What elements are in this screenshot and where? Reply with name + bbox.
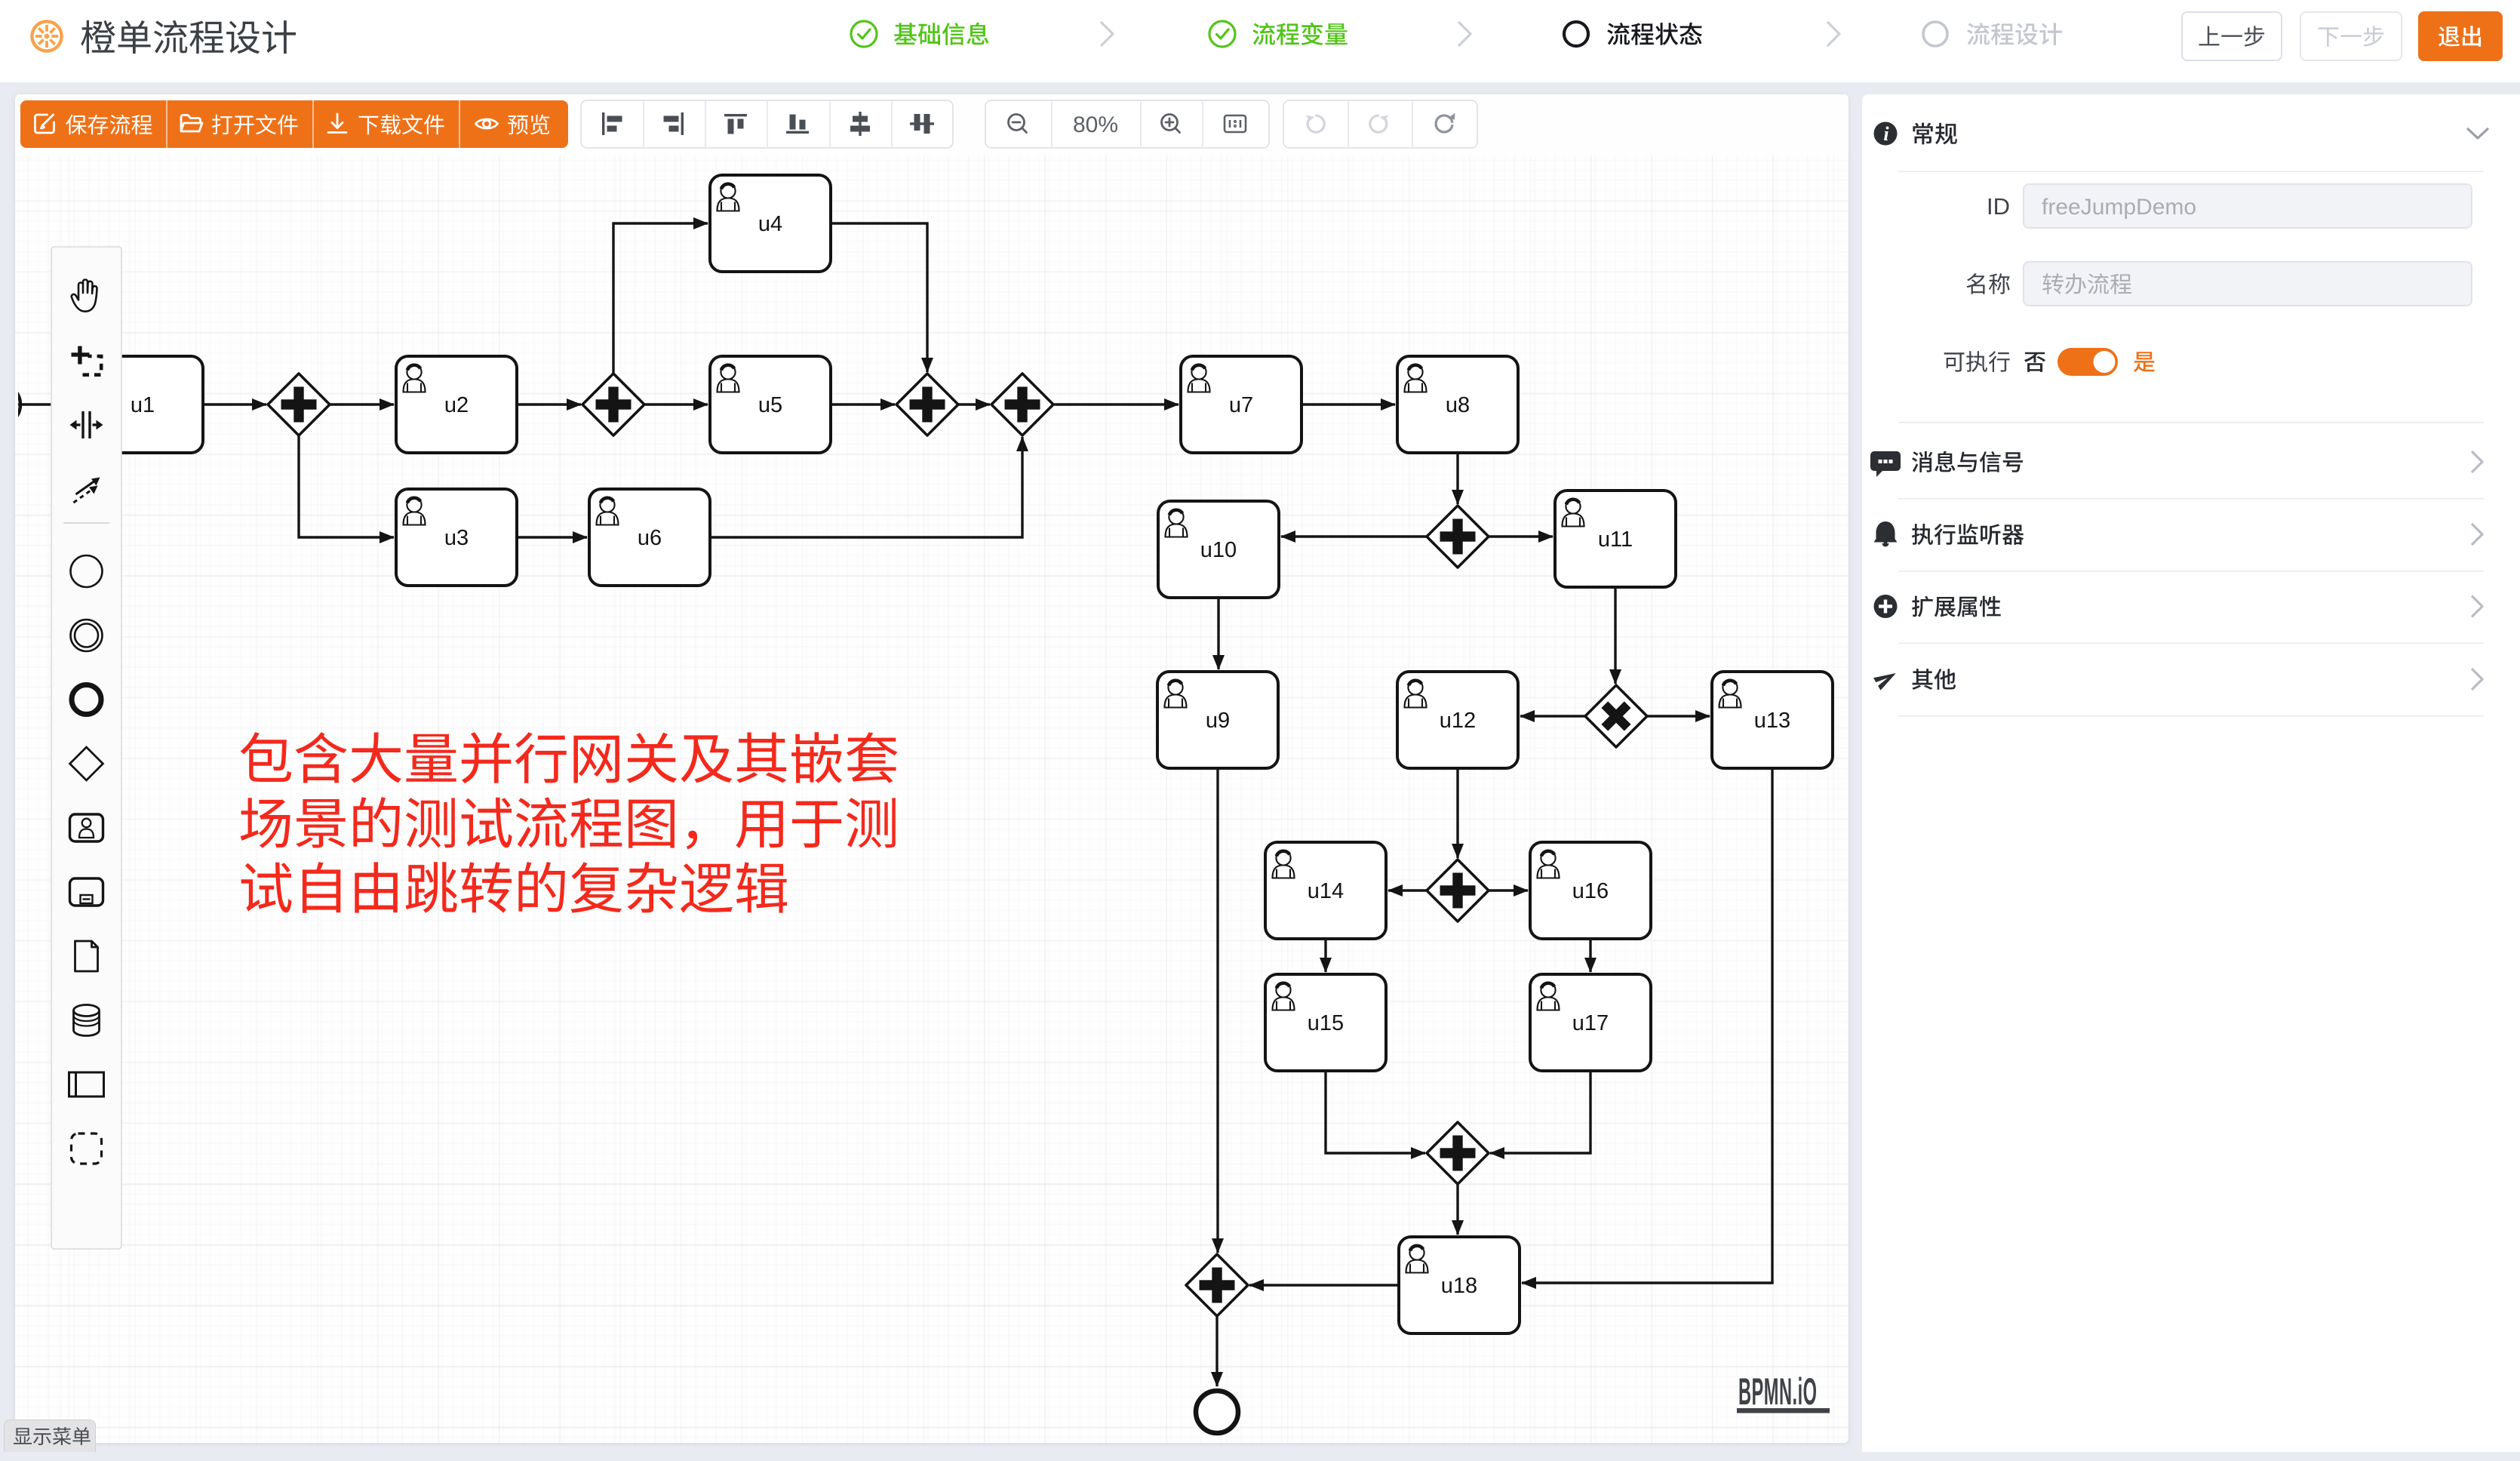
svg-text:u12: u12: [1440, 709, 1476, 733]
svg-text:u16: u16: [1572, 879, 1609, 903]
svg-text:u14: u14: [1308, 879, 1344, 903]
svg-text:u15: u15: [1308, 1011, 1344, 1035]
svg-text:freeJumpDemo: freeJumpDemo: [2042, 195, 2196, 220]
svg-text:u17: u17: [1572, 1011, 1609, 1035]
svg-text:u18: u18: [1441, 1274, 1477, 1298]
svg-text:80%: 80%: [1073, 112, 1118, 137]
svg-text:u13: u13: [1754, 709, 1790, 733]
svg-text:BPMN.iO: BPMN.iO: [1738, 1372, 1817, 1413]
svg-text:u9: u9: [1206, 709, 1230, 733]
svg-text:u4: u4: [758, 212, 782, 236]
svg-text:u8: u8: [1446, 393, 1470, 417]
svg-text:u5: u5: [758, 393, 782, 417]
svg-text:ID: ID: [1987, 193, 2010, 220]
svg-text:u6: u6: [638, 526, 662, 550]
svg-text:u7: u7: [1229, 393, 1253, 417]
svg-text:u11: u11: [1598, 527, 1633, 552]
svg-text:u3: u3: [444, 526, 469, 550]
svg-text:i: i: [1883, 123, 1889, 145]
svg-text:u1: u1: [131, 393, 155, 417]
svg-text:u2: u2: [444, 393, 469, 417]
svg-text:u10: u10: [1200, 538, 1237, 562]
